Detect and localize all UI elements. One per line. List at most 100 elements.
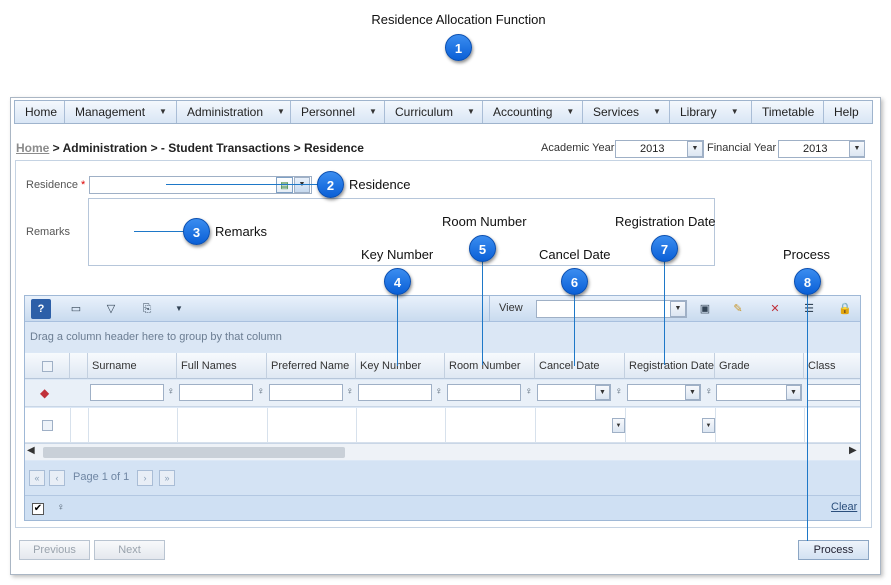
- leader-line: [482, 261, 483, 365]
- leader-line: [807, 294, 808, 541]
- filter-input[interactable]: [90, 384, 164, 401]
- filter-input[interactable]: [358, 384, 432, 401]
- chevron-down-icon[interactable]: ▼: [687, 141, 703, 157]
- scroll-thumb[interactable]: [43, 447, 345, 458]
- chevron-down-icon[interactable]: ▼: [702, 418, 715, 433]
- delete-view-icon[interactable]: ✕: [770, 303, 780, 315]
- filter-options-icon[interactable]: ♀: [525, 386, 533, 397]
- export-icon[interactable]: ⎘: [142, 303, 152, 315]
- filter-options-icon[interactable]: ♀: [257, 386, 265, 397]
- allocation-grid: ? ▭ ▽ ⎘ ▼ View ▼ ▣ ✎ ✕ ☰ 🔒 Drag a column…: [24, 295, 861, 521]
- columns-icon[interactable]: ☰: [804, 303, 814, 315]
- chevron-down-icon: ▼: [277, 107, 285, 116]
- menu-management[interactable]: Management▼: [65, 101, 177, 123]
- column-header[interactable]: Preferred Name: [267, 353, 356, 379]
- row-checkbox[interactable]: [42, 420, 53, 431]
- main-menu-bar: Home Management▼ Administration▼ Personn…: [14, 100, 873, 124]
- help-icon[interactable]: ?: [31, 299, 51, 319]
- filter-icon[interactable]: ▽: [106, 303, 116, 315]
- academic-year-select[interactable]: 2013: [615, 140, 704, 158]
- scroll-right-icon[interactable]: ▶: [849, 445, 857, 456]
- toolbar-divider: [489, 296, 490, 322]
- chevron-down-icon[interactable]: ▼: [612, 418, 625, 433]
- filter-date-input[interactable]: [627, 384, 701, 401]
- column-header[interactable]: Full Names: [177, 353, 267, 379]
- first-page-icon[interactable]: «: [29, 470, 45, 486]
- menu-services[interactable]: Services▼: [583, 101, 670, 123]
- filter-select[interactable]: [716, 384, 802, 401]
- new-view-icon[interactable]: ✎: [733, 303, 743, 315]
- filter-input[interactable]: [447, 384, 521, 401]
- column-header[interactable]: Class: [804, 353, 860, 379]
- print-icon[interactable]: ▭: [70, 303, 82, 315]
- filter-options-icon[interactable]: ♀: [57, 502, 65, 513]
- process-button[interactable]: Process: [798, 540, 869, 560]
- residence-input[interactable]: [89, 176, 312, 194]
- filter-date-input[interactable]: [537, 384, 611, 401]
- column-header[interactable]: Cancel Date: [535, 353, 625, 379]
- clear-link[interactable]: Clear: [831, 501, 858, 513]
- chevron-down-icon[interactable]: ▼: [685, 385, 700, 400]
- column-header[interactable]: Room Number: [445, 353, 535, 379]
- save-icon[interactable]: ▣: [699, 303, 711, 315]
- group-by-area[interactable]: Drag a column header here to group by th…: [25, 323, 860, 352]
- next-page-icon[interactable]: ›: [137, 470, 153, 486]
- lookup-icon[interactable]: ▤: [276, 177, 293, 193]
- grid-footer: ✔ ♀ Clear: [25, 495, 860, 520]
- menu-label: Help: [834, 105, 859, 119]
- remarks-label: Remarks: [26, 226, 71, 238]
- table-row[interactable]: ▼ ▼: [25, 408, 860, 443]
- column-header[interactable]: Grade: [715, 353, 804, 379]
- callout-label: Residence: [349, 177, 411, 192]
- menu-label: Management: [75, 105, 146, 119]
- column-header[interactable]: Surname: [88, 353, 177, 379]
- next-button[interactable]: Next: [94, 540, 165, 560]
- filter-options-icon[interactable]: ♀: [167, 386, 175, 397]
- menu-timetable[interactable]: Timetable: [752, 101, 824, 123]
- menu-library[interactable]: Library▼: [670, 101, 752, 123]
- chevron-down-icon[interactable]: ▼: [595, 385, 610, 400]
- menu-label: Administration: [187, 105, 264, 119]
- previous-button[interactable]: Previous: [19, 540, 90, 560]
- view-label: View: [499, 302, 523, 314]
- callout-2: 2: [317, 171, 344, 198]
- select-checkbox[interactable]: ✔: [32, 503, 44, 515]
- chevron-down-icon[interactable]: ▼: [294, 177, 310, 193]
- filter-options-icon[interactable]: ♀: [346, 386, 354, 397]
- filter-options-icon[interactable]: ♀: [615, 386, 623, 397]
- callout-6: 6: [561, 268, 588, 295]
- callout-7: 7: [651, 235, 678, 262]
- menu-accounting[interactable]: Accounting▼: [483, 101, 583, 123]
- menu-home[interactable]: Home: [15, 101, 65, 123]
- residence-label: Residence *: [26, 179, 85, 191]
- chevron-down-icon[interactable]: ▼: [786, 385, 801, 400]
- document-title: Residence Allocation Function: [371, 12, 546, 27]
- prev-page-icon[interactable]: ‹: [49, 470, 65, 486]
- academic-year-value: 2013: [640, 143, 665, 155]
- chevron-down-icon[interactable]: ▼: [670, 301, 686, 317]
- horizontal-scrollbar[interactable]: ◀ ▶: [25, 443, 860, 460]
- view-select[interactable]: [536, 300, 687, 318]
- filter-options-icon[interactable]: ♀: [705, 386, 713, 397]
- breadcrumb-path: > Administration > - Student Transaction…: [49, 141, 364, 155]
- last-page-icon[interactable]: »: [159, 470, 175, 486]
- filter-input[interactable]: [269, 384, 343, 401]
- chevron-down-icon[interactable]: ▼: [175, 304, 183, 313]
- menu-administration[interactable]: Administration ▼: [177, 101, 291, 123]
- clear-filter-icon[interactable]: ◆: [40, 386, 50, 400]
- filter-input[interactable]: [807, 384, 860, 401]
- menu-help[interactable]: Help: [824, 101, 872, 123]
- menu-personnel[interactable]: Personnel▼: [291, 101, 385, 123]
- scroll-left-icon[interactable]: ◀: [27, 445, 35, 456]
- chevron-down-icon: ▼: [369, 107, 377, 116]
- lock-icon[interactable]: 🔒: [838, 303, 852, 315]
- select-all-checkbox[interactable]: [42, 360, 53, 372]
- select-all-header[interactable]: [25, 353, 70, 379]
- filter-input[interactable]: [179, 384, 253, 401]
- chevron-down-icon[interactable]: ▼: [849, 141, 865, 157]
- breadcrumb-home-link[interactable]: Home: [16, 141, 50, 155]
- filter-options-icon[interactable]: ♀: [435, 386, 443, 397]
- menu-curriculum[interactable]: Curriculum▼: [385, 101, 483, 123]
- column-header[interactable]: Registration Date: [625, 353, 715, 379]
- column-header[interactable]: Key Number: [356, 353, 445, 379]
